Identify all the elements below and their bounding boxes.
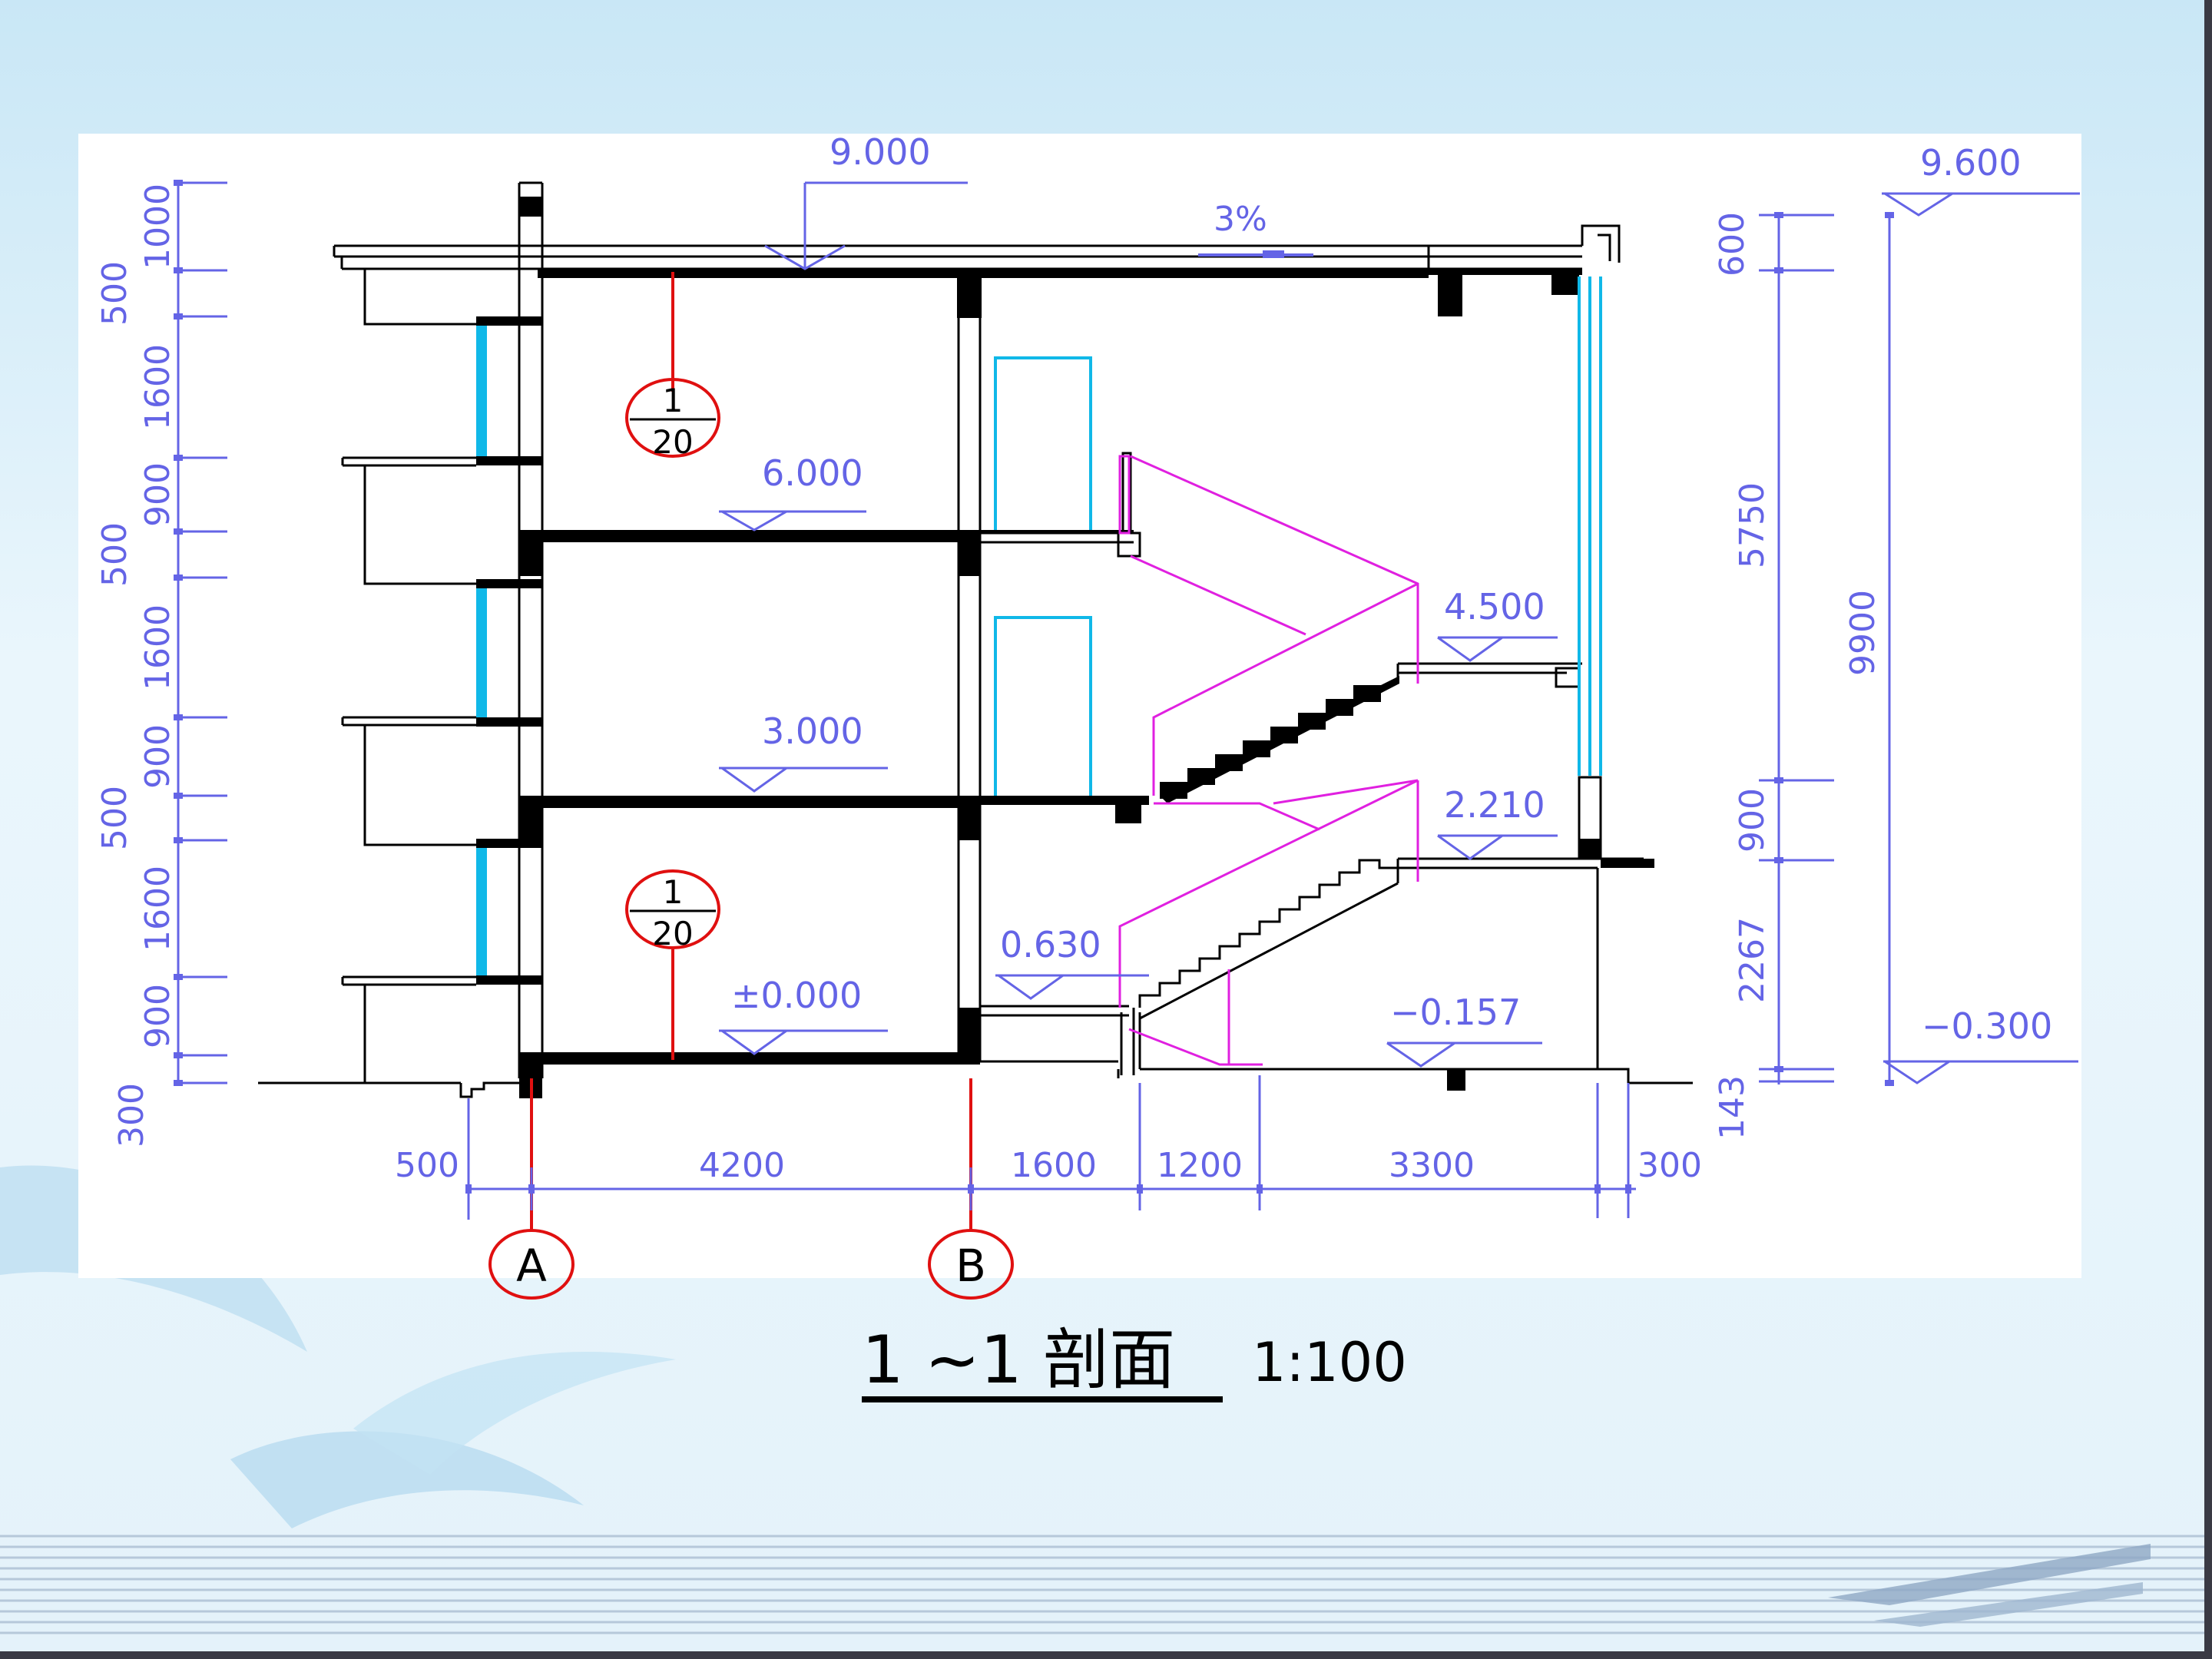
dim-right-3: 2267 bbox=[1733, 917, 1772, 1003]
dim-left-8: 1600 bbox=[138, 866, 177, 952]
dim-left-6: 900 bbox=[138, 724, 177, 789]
drawing-scale: 1:100 bbox=[1252, 1331, 1407, 1394]
level-landing-lower: 2.210 bbox=[1444, 784, 1545, 826]
level-ground: −0.300 bbox=[1922, 1005, 2052, 1047]
dim-bottom-2: 1600 bbox=[1011, 1146, 1097, 1185]
detail-lower-top: 1 bbox=[663, 873, 684, 911]
level-landing-upper: 4.500 bbox=[1444, 586, 1545, 628]
dim-left-10: 300 bbox=[112, 1083, 151, 1147]
dim-left-1: 500 bbox=[95, 261, 134, 326]
dim-left-5: 1600 bbox=[138, 604, 177, 690]
dim-chain-right bbox=[1759, 214, 1891, 1084]
roof-slope-label: 3% bbox=[1214, 200, 1267, 239]
level-marks bbox=[719, 181, 2080, 1084]
curtain-wall bbox=[1578, 276, 1602, 776]
drawing-title: 1 ~1 剖面 bbox=[862, 1322, 1175, 1399]
windows-a-side bbox=[476, 316, 487, 980]
detail-upper-top: 1 bbox=[663, 382, 684, 419]
dim-left-3: 900 bbox=[138, 462, 177, 527]
dim-bottom-1: 4200 bbox=[699, 1146, 785, 1185]
detail-bubble-lower: 1 20 bbox=[625, 869, 720, 952]
axis-b: B bbox=[928, 1229, 1014, 1300]
dim-chain-left bbox=[177, 180, 227, 1084]
upper-stair-flight bbox=[1115, 676, 1399, 823]
ground-line bbox=[258, 1068, 1693, 1098]
balconies bbox=[341, 269, 476, 1083]
dim-bottom-4: 3300 bbox=[1389, 1146, 1475, 1185]
roof-beam bbox=[1438, 275, 1462, 316]
dim-bottom-0: 500 bbox=[395, 1146, 459, 1185]
axis-b-label: B bbox=[955, 1240, 986, 1292]
dim-bottom-3: 1200 bbox=[1157, 1146, 1243, 1185]
dim-bottom-5: 300 bbox=[1637, 1146, 1702, 1185]
level-stair-floor: −0.157 bbox=[1390, 992, 1521, 1033]
dim-left-0: 1000 bbox=[138, 184, 177, 270]
roof bbox=[333, 224, 1621, 273]
level-floor-3: 6.000 bbox=[762, 452, 863, 494]
interior-wall-b bbox=[957, 276, 982, 1061]
corridor-doors bbox=[994, 356, 1092, 796]
dim-left-4: 500 bbox=[95, 522, 134, 587]
dim-right-0: 600 bbox=[1713, 212, 1752, 276]
detail-lower-bottom: 20 bbox=[652, 915, 693, 952]
level-roof: 9.000 bbox=[830, 131, 931, 173]
dim-left-7: 500 bbox=[95, 786, 134, 850]
roof-slab bbox=[538, 269, 1429, 278]
dim-right-2: 900 bbox=[1733, 788, 1772, 853]
level-floor-2: 3.000 bbox=[762, 710, 863, 752]
dim-left-2: 1600 bbox=[138, 344, 177, 430]
stair-handrails bbox=[1118, 455, 1419, 1066]
dim-right-4: 143 bbox=[1713, 1075, 1752, 1140]
lower-stair-flight bbox=[1120, 857, 1644, 1075]
detail-bubble-upper: 1 20 bbox=[625, 378, 720, 461]
dim-left-9: 900 bbox=[138, 984, 177, 1048]
axis-a: A bbox=[488, 1229, 575, 1300]
axis-a-label: A bbox=[516, 1240, 547, 1292]
level-parapet: 9.600 bbox=[1920, 142, 2022, 184]
level-stair-entry: 0.630 bbox=[1000, 924, 1101, 965]
level-floor-1: ±0.000 bbox=[731, 975, 862, 1016]
detail-upper-bottom: 20 bbox=[652, 423, 693, 461]
dim-right-total: 9900 bbox=[1843, 590, 1883, 676]
dim-right-1: 5750 bbox=[1733, 482, 1772, 568]
bottom-stripes bbox=[0, 1535, 2212, 1634]
floor-slabs bbox=[519, 530, 1149, 1065]
